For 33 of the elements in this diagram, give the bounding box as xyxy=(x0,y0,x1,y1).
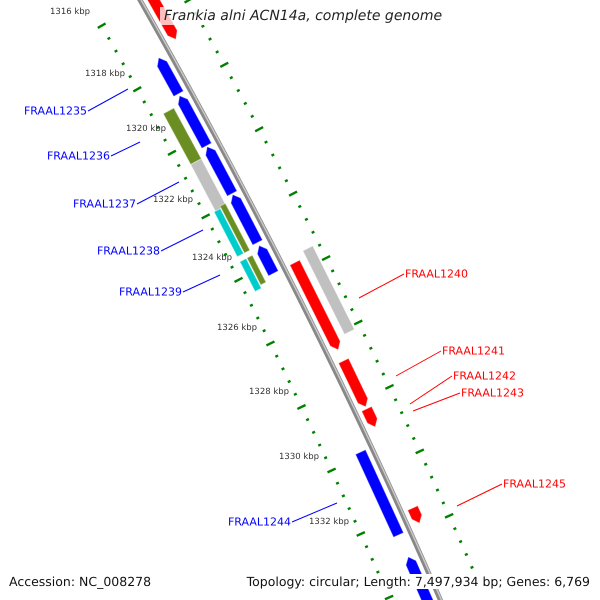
accession-text: Accession: NC_008278 xyxy=(9,574,152,589)
tick-label: 1324 kbp xyxy=(192,253,232,263)
tick-label: 1332 kbp xyxy=(309,517,350,527)
tick-label: 1320 kbp xyxy=(126,124,166,134)
leader-line xyxy=(410,376,452,404)
leader-line xyxy=(160,230,204,252)
leader-line xyxy=(412,392,460,412)
leader-line xyxy=(396,350,442,376)
gene-label: FRAAL1236 xyxy=(46,150,110,162)
tick-label: 1330 kbp xyxy=(279,452,320,462)
tick-label: 1316 kbp xyxy=(50,7,90,17)
gene-label: FRAAL1241 xyxy=(442,344,506,358)
leader-line xyxy=(110,142,140,156)
gene-label: FRAAL1237 xyxy=(72,198,136,210)
tick-label: 1328 kbp xyxy=(249,387,290,397)
tick-label: 1326 kbp xyxy=(217,323,258,333)
gene-label: FRAAL1235 xyxy=(24,104,87,118)
gene-label: FRAAL1242 xyxy=(453,370,516,382)
leader-line xyxy=(136,182,180,204)
gene-label: FRAAL1244 xyxy=(228,516,291,528)
gene-label: FRAAL1245 xyxy=(503,478,566,490)
leader-line xyxy=(292,502,338,522)
summary-text: Topology: circular; Length: 7,497,934 bp; Genes: 6,769 xyxy=(246,574,590,589)
tick-label: 1322 kbp xyxy=(153,195,194,205)
gene-label: FRAAL1243 xyxy=(461,386,524,400)
gene-label: FRAAL1239 xyxy=(118,286,182,298)
gene-label: FRAAL1240 xyxy=(405,268,468,280)
leader-line xyxy=(358,274,404,298)
tick-label: 1318 kbp xyxy=(85,69,126,79)
leader-line xyxy=(182,274,220,292)
gene-label: FRAAL1238 xyxy=(96,244,160,258)
leader-line xyxy=(456,484,502,506)
leader-line xyxy=(88,88,128,112)
